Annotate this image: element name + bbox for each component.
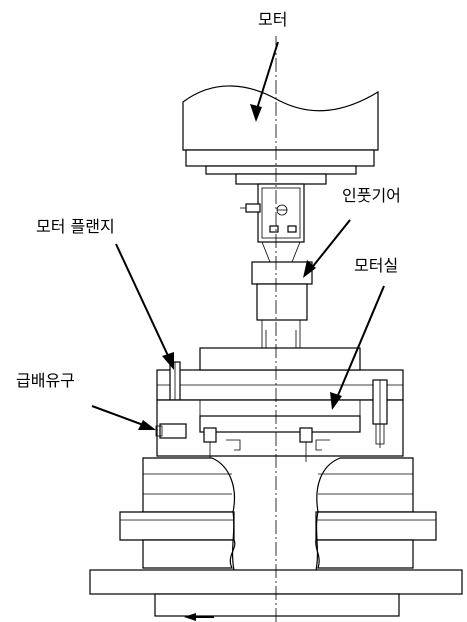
leader-arrows bbox=[91, 41, 385, 621]
motor-flange bbox=[156, 347, 404, 401]
input-gear-shaft bbox=[240, 183, 313, 367]
motor-body bbox=[182, 85, 379, 185]
label-supply-drain-port: 급배유구 bbox=[16, 371, 75, 390]
housing-upper bbox=[155, 379, 404, 462]
label-input-gear: 인풋기어 bbox=[342, 186, 401, 205]
label-motor-seal: 모터실 bbox=[354, 256, 399, 275]
label-motor-flange: 모터 플랜지 bbox=[36, 217, 115, 236]
label-motor: 모터 bbox=[258, 10, 288, 29]
